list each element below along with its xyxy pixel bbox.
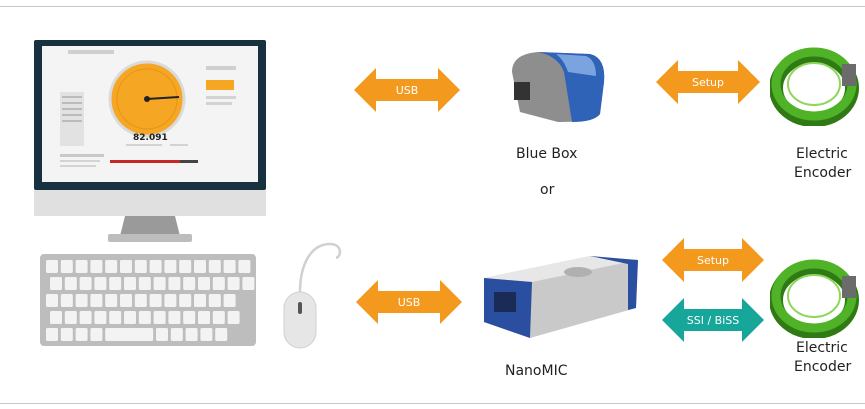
keyboard-key [124, 311, 136, 324]
keyboard-key [227, 277, 240, 290]
ssi-biss-arrow: SSI / BiSS [662, 298, 764, 342]
keyboard-key [138, 311, 151, 324]
keyboard-key [183, 311, 196, 324]
keyboard-key [94, 277, 107, 290]
keyboard-key [212, 277, 225, 290]
keyboard-key [90, 328, 103, 341]
keyboard-key [109, 277, 122, 290]
keyboard-key [75, 294, 88, 307]
keyboard-key [238, 260, 251, 273]
keyboard-key [227, 311, 240, 324]
setup-arrow-bottom: Setup [662, 238, 764, 282]
keyboard-key [153, 277, 166, 290]
keyboard-key [120, 260, 132, 273]
keyboard-key [170, 328, 183, 341]
keyboard-key [75, 328, 88, 341]
keyboard-key [60, 294, 73, 307]
keyboard-key [46, 260, 58, 273]
keyboard-key [153, 311, 166, 324]
mouse [283, 242, 342, 349]
top-divider [0, 6, 865, 7]
keyboard-key [60, 260, 73, 273]
keyboard-key [156, 328, 168, 341]
keyboard-key [223, 294, 236, 307]
encoder-top-label-line1: Electric [796, 146, 848, 162]
keyboard-key [138, 277, 151, 290]
keyboard-key [124, 277, 136, 290]
keyboard-key [208, 294, 221, 307]
keyboard-key [64, 311, 77, 324]
keyboard-key [79, 311, 92, 324]
setup-arrow-top: Setup [656, 60, 760, 104]
ssi-biss-arrow-label: SSI / BiSS [687, 314, 739, 327]
keyboard-key [105, 260, 118, 273]
or-label: or [540, 182, 555, 198]
keyboard-key [168, 311, 181, 324]
usb-arrow-bottom-label: USB [398, 296, 421, 309]
usb-arrow-bottom: USB [356, 280, 462, 324]
keyboard-key [134, 294, 147, 307]
keyboard-key [60, 328, 73, 341]
keyboard-key [79, 277, 92, 290]
keyboard-key [94, 311, 107, 324]
setup-arrow-top-label: Setup [692, 76, 724, 89]
keyboard-key [183, 277, 196, 290]
electric-encoder-bottom [770, 259, 859, 338]
keyboard-key [185, 328, 198, 341]
keyboard-key [194, 294, 206, 307]
setup-arrow-bottom-label: Setup [697, 254, 729, 267]
keyboard-key [105, 294, 118, 307]
keyboard-key [198, 311, 210, 324]
usb-arrow-top-label: USB [396, 84, 419, 97]
keyboard-key [120, 294, 132, 307]
keyboard-key [46, 294, 58, 307]
keyboard-key [223, 260, 236, 273]
encoder-bottom-label-line2: Encoder [794, 359, 852, 375]
keyboard-key [64, 277, 77, 290]
keyboard-key [212, 311, 225, 324]
blue-box-label: Blue Box [516, 146, 578, 162]
keyboard-key [149, 294, 162, 307]
keyboard-key [200, 328, 213, 341]
keyboard-key [164, 294, 177, 307]
keyboard-key [134, 260, 147, 273]
keyboard-key [179, 260, 192, 273]
keyboard-key [90, 260, 103, 273]
encoder-top-label-line2: Encoder [794, 165, 852, 181]
keyboard-key [194, 260, 206, 273]
keyboard-key [50, 277, 62, 290]
keyboard-key [242, 277, 255, 290]
bottom-divider [0, 403, 865, 404]
keyboard-key [149, 260, 162, 273]
keyboard-key [215, 328, 228, 341]
keyboard-key [109, 311, 122, 324]
keyboard-key [105, 328, 154, 341]
keyboard-key [208, 260, 221, 273]
keyboard-key [164, 260, 177, 273]
keyboard-key [50, 311, 62, 324]
keyboard-key [75, 260, 88, 273]
electric-encoder-top [770, 47, 859, 126]
keyboard [40, 254, 256, 346]
keyboard-key [168, 277, 181, 290]
gauge-dial [108, 60, 186, 138]
nanomic-label: NanoMIC [505, 363, 568, 379]
nanomic-device [484, 256, 638, 338]
keyboard-key [198, 277, 210, 290]
keyboard-key [46, 328, 58, 341]
screen-readout: 82.091 [133, 133, 168, 143]
keyboard-key [179, 294, 192, 307]
usb-arrow-top: USB [354, 68, 460, 112]
keyboard-key [90, 294, 103, 307]
blue-box-device [512, 52, 605, 122]
encoder-bottom-label-line1: Electric [796, 340, 848, 356]
